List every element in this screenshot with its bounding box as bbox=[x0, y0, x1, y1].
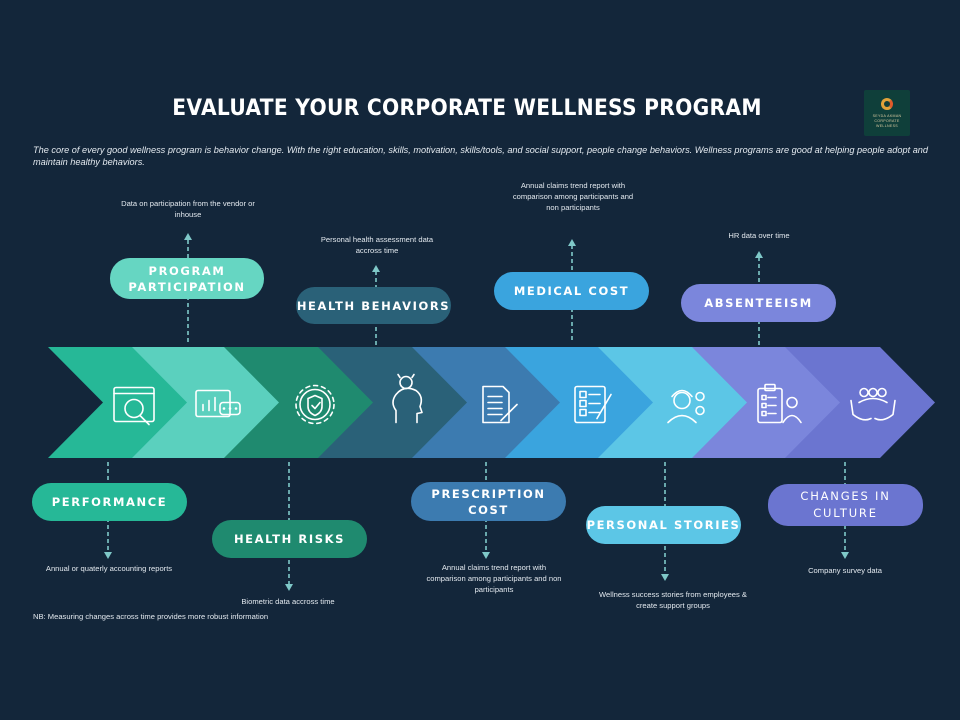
brand-logo: SEYDA AKMAN CORPORATE WELLNESS bbox=[864, 90, 910, 136]
arrowhead-3 bbox=[568, 239, 576, 246]
note-prescription-cost: Annual claims trend report with comparis… bbox=[426, 563, 562, 594]
arrowhead-9 bbox=[841, 552, 849, 559]
arrowhead-1 bbox=[184, 233, 192, 240]
note-health-behaviors: Personal health assessment data accross … bbox=[320, 235, 434, 255]
magnifier-window-icon bbox=[113, 386, 155, 426]
pill-medical-cost: MEDICAL COST bbox=[494, 272, 649, 310]
pill-performance: PERFORMANCE bbox=[32, 483, 187, 521]
logo-line-1: SEYDA AKMAN bbox=[872, 113, 902, 118]
pill-health-risks: HEALTH RISKS bbox=[212, 520, 367, 558]
chevron-step-8 bbox=[692, 347, 842, 458]
arrowhead-4 bbox=[755, 251, 763, 258]
footnote: NB: Measuring changes across time provid… bbox=[33, 612, 269, 621]
pill-changes-in-culture: CHANGES IN CULTURE bbox=[768, 484, 923, 526]
clipboard-person-icon bbox=[757, 383, 802, 424]
hands-people-icon bbox=[850, 387, 896, 421]
pill-absenteeism: ABSENTEEISM bbox=[681, 284, 836, 322]
chevron-step-7 bbox=[598, 347, 748, 458]
checklist-icon bbox=[574, 385, 612, 424]
page-title: EVALUATE YOUR CORPORATE WELLNESS PROGRAM bbox=[172, 96, 762, 121]
analytics-screen-icon bbox=[195, 389, 241, 418]
note-changes-in-culture: Company survey data bbox=[808, 566, 882, 575]
note-absenteeism: HR data over time bbox=[728, 231, 790, 240]
logo-line-2: CORPORATE WELLNESS bbox=[874, 118, 900, 128]
pill-personal-stories: PERSONAL STORIES bbox=[586, 506, 741, 544]
worker-gears-icon bbox=[667, 389, 705, 424]
document-pen-icon bbox=[482, 385, 518, 424]
pill-prescription-cost: PRESCRIPTION COST bbox=[411, 482, 566, 521]
arrowhead-6 bbox=[285, 584, 293, 591]
arrowhead-5 bbox=[104, 552, 112, 559]
note-personal-stories: Wellness success stories from employees … bbox=[599, 590, 747, 610]
gears-shield-icon bbox=[295, 384, 335, 425]
page-subtitle: The core of every good wellness program … bbox=[33, 145, 929, 167]
note-medical-cost: Annual claims trend report with comparis… bbox=[512, 181, 634, 212]
icon-layer bbox=[113, 373, 896, 426]
note-performance: Annual or quaterly accounting reports bbox=[45, 564, 173, 573]
mind-idea-icon bbox=[392, 373, 423, 424]
arrowhead-2 bbox=[372, 265, 380, 272]
chevron-step-5 bbox=[412, 347, 562, 458]
logo-mark-icon bbox=[881, 97, 893, 110]
arrowhead-8 bbox=[661, 574, 669, 581]
pill-health-behaviors: HEALTH BEHAVIORS bbox=[296, 287, 451, 324]
arrowhead-7 bbox=[482, 552, 490, 559]
note-health-risks: Biometric data accross time bbox=[241, 597, 335, 606]
chevron-step-3 bbox=[224, 347, 374, 458]
pill-program-participation: PROGRAM PARTICIPATION bbox=[110, 258, 264, 299]
note-program-participation: Data on participation from the vendor or… bbox=[121, 199, 255, 219]
chevron-step-2 bbox=[132, 347, 282, 458]
